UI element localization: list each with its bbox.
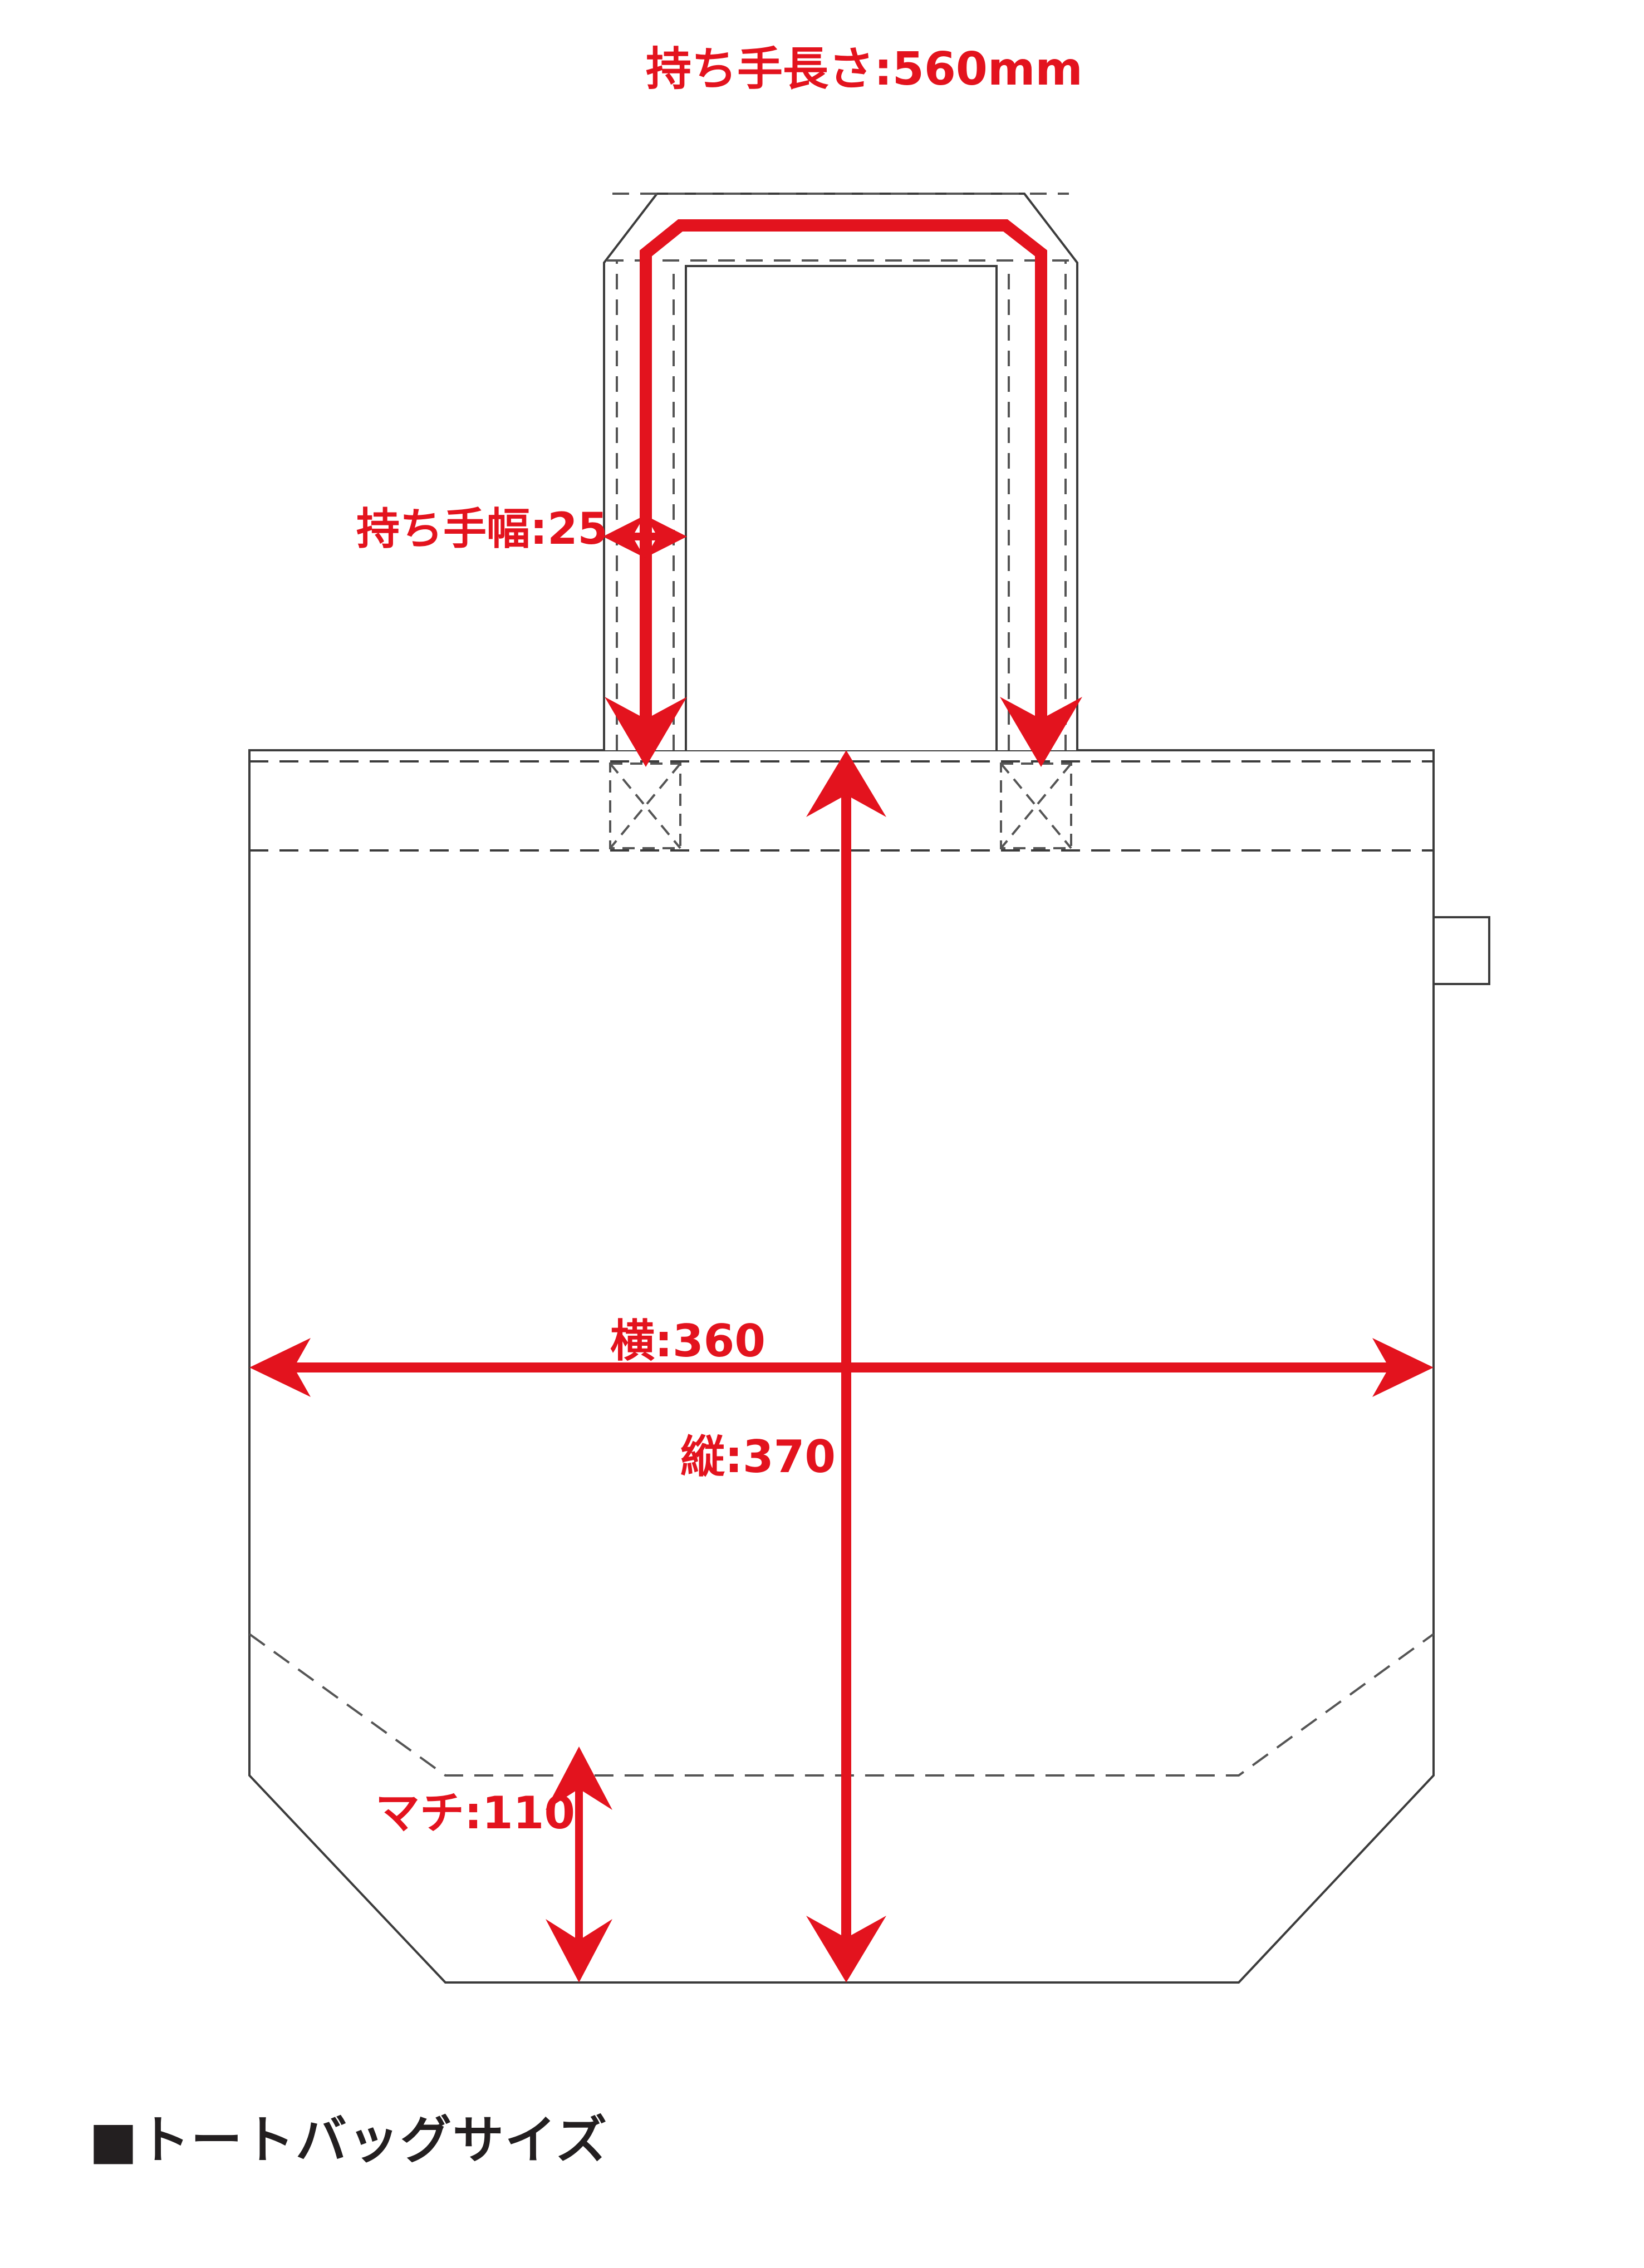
bag-height-measure-arrow xyxy=(806,750,886,1982)
gusset-measure-arrow xyxy=(546,1746,612,1982)
bag-top-hem-band xyxy=(249,760,1434,852)
stitch-box-right xyxy=(1000,762,1072,849)
handle-width-measure-arrow xyxy=(603,515,687,558)
stitch-box-left xyxy=(609,762,681,849)
handle-length-measure-path xyxy=(605,219,1082,767)
side-tag xyxy=(1432,916,1490,985)
bag-height-label: 縦:370 xyxy=(680,1431,836,1483)
gusset-label: マチ:110 xyxy=(375,1787,575,1839)
handle-width-label: 持ち手幅:25 xyxy=(356,504,608,554)
handle-attachment-stitch-boxes xyxy=(609,762,1072,849)
bag-width-label: 横:360 xyxy=(610,1315,765,1367)
handle-outline xyxy=(603,193,1078,750)
figure-caption: ■トートバッグサイズ xyxy=(89,2110,608,2170)
handle-length-label: 持ち手長さ:560mm xyxy=(646,43,1083,96)
